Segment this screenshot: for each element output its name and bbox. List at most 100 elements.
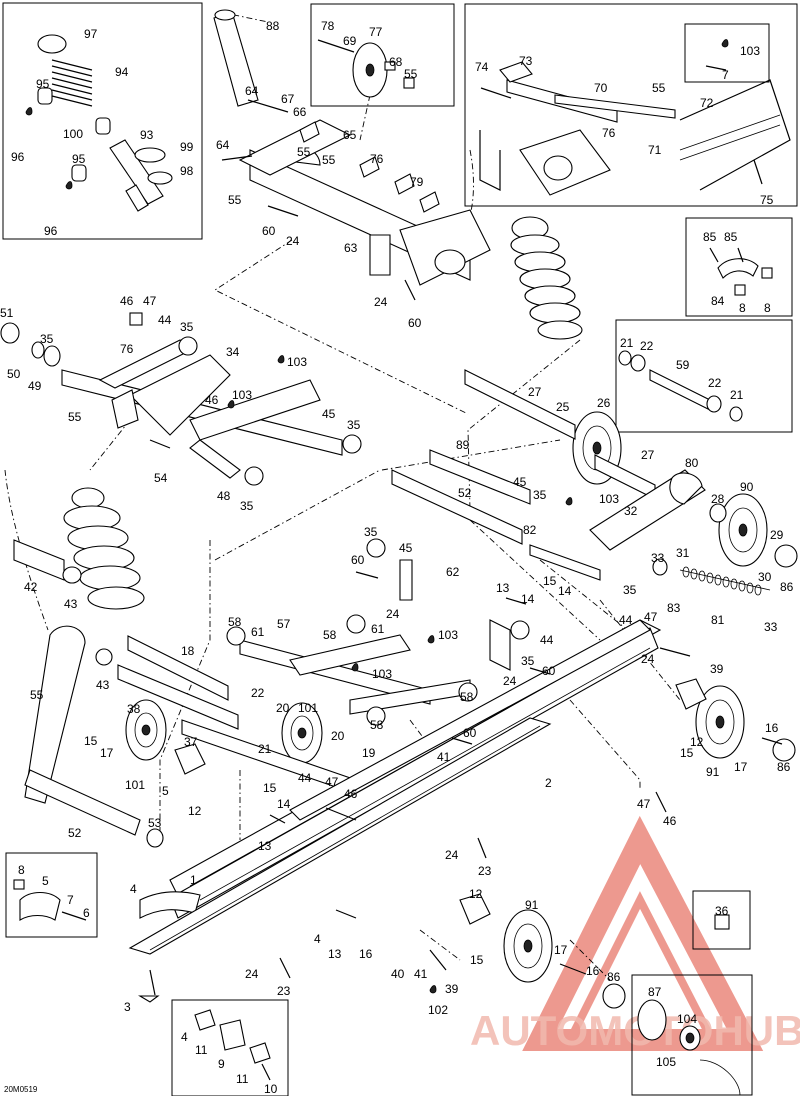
callout-8c: 8 (18, 863, 25, 877)
callout-27a: 27 (528, 385, 542, 399)
callout-64a: 64 (245, 84, 259, 98)
callout-86b: 86 (777, 760, 791, 774)
callout-61b: 61 (371, 622, 385, 636)
callout-35d: 35 (240, 499, 254, 513)
callout-3: 3 (124, 1000, 131, 1014)
callout-103b: 103 (287, 355, 307, 369)
wheel-101-left (125, 699, 167, 761)
callout-46a: 46 (120, 294, 134, 308)
callout-86c: 86 (607, 970, 621, 984)
callout-20b: 20 (331, 729, 345, 743)
wheel-detail-box (310, 3, 455, 107)
callout-27b: 27 (641, 448, 655, 462)
callout-90: 90 (740, 480, 754, 494)
callout-75: 75 (760, 193, 774, 207)
callout-35f: 35 (364, 525, 378, 539)
callout-59: 59 (676, 358, 690, 372)
callout-85a: 85 (703, 230, 717, 244)
callout-17c: 17 (554, 943, 568, 957)
callout-23a: 23 (478, 864, 492, 878)
callout-88: 88 (266, 19, 280, 33)
callout-103d: 103 (599, 492, 619, 506)
callout-24e: 24 (503, 674, 517, 688)
callout-40: 40 (391, 967, 405, 981)
callout-13c: 13 (328, 947, 342, 961)
cross-shaft-63 (221, 99, 491, 301)
callout-72: 72 (700, 96, 714, 110)
callout-19: 19 (362, 746, 376, 760)
bracket-84 (709, 247, 773, 296)
wheel-91-bottom (503, 909, 553, 983)
callout-45a: 45 (322, 407, 336, 421)
callout-52b: 52 (68, 826, 82, 840)
callout-46d: 46 (663, 814, 677, 828)
callout-21b: 21 (730, 388, 744, 402)
nut-detail-box (692, 890, 751, 950)
callout-47a: 47 (143, 294, 157, 308)
brackets-12 (174, 678, 707, 925)
callout-35e: 35 (533, 488, 547, 502)
callout-103f: 103 (372, 667, 392, 681)
callout-94: 94 (115, 65, 129, 79)
idler-87-detail (637, 999, 741, 1096)
callout-41b: 41 (414, 967, 428, 981)
callout-101a: 101 (298, 701, 318, 715)
callout-47b: 47 (644, 610, 658, 624)
bolt-103-detail (705, 39, 729, 71)
callout-51: 51 (0, 306, 14, 320)
callout-86a: 86 (780, 580, 794, 594)
callout-45c: 45 (399, 541, 413, 555)
callout-11a: 11 (195, 1043, 208, 1057)
callout-66: 66 (293, 105, 307, 119)
callout-55g: 55 (30, 688, 44, 702)
callout-8b: 8 (764, 301, 771, 315)
callout-55d: 55 (322, 153, 336, 167)
callout-77: 77 (369, 25, 383, 39)
callout-60c: 60 (351, 553, 365, 567)
callout-47d: 47 (637, 797, 651, 811)
front-arm-34 (0, 312, 362, 486)
callout-49: 49 (28, 379, 42, 393)
link-arm-55 (24, 625, 164, 848)
callout-46c: 46 (344, 787, 358, 801)
callout-2: 2 (545, 776, 552, 790)
rear-arm-detail-box (464, 3, 798, 207)
callout-60e: 60 (463, 726, 477, 740)
axle-detail-box (615, 319, 793, 433)
callout-79: 79 (410, 175, 424, 189)
callout-4a: 4 (130, 882, 137, 896)
callout-82: 82 (523, 523, 537, 537)
wheel-77 (317, 39, 415, 98)
drawing-code: 20M0519 (4, 1085, 38, 1094)
callout-15e: 15 (470, 953, 484, 967)
callout-53: 53 (148, 816, 162, 830)
callout-29: 29 (770, 528, 784, 542)
callout-21a: 21 (620, 336, 634, 350)
callout-45b: 45 (513, 475, 527, 489)
callout-15d: 15 (263, 781, 277, 795)
callout-97: 97 (84, 27, 98, 41)
callout-32: 32 (624, 504, 638, 518)
callout-41a: 41 (437, 750, 451, 764)
callout-16c: 16 (586, 964, 600, 978)
callout-24g: 24 (245, 967, 259, 981)
callout-35c: 35 (347, 418, 361, 432)
callout-16a: 16 (765, 721, 779, 735)
callout-8a: 8 (739, 301, 746, 315)
callout-74: 74 (475, 60, 489, 74)
callout-101b: 101 (125, 778, 145, 792)
callout-63: 63 (344, 241, 358, 255)
callout-95a: 95 (36, 77, 50, 91)
callout-65: 65 (343, 128, 357, 142)
wheel-101-right (281, 702, 323, 764)
callout-25: 25 (556, 400, 570, 414)
callout-15a: 15 (543, 574, 557, 588)
callout-58a: 58 (228, 615, 242, 629)
callout-35h: 35 (521, 654, 535, 668)
callout-24d: 24 (641, 652, 655, 666)
callout-14b: 14 (521, 592, 535, 606)
callout-102: 102 (428, 1003, 448, 1017)
callout-12a: 12 (690, 735, 704, 749)
callout-95b: 95 (72, 152, 86, 166)
callout-96a: 96 (11, 150, 25, 164)
